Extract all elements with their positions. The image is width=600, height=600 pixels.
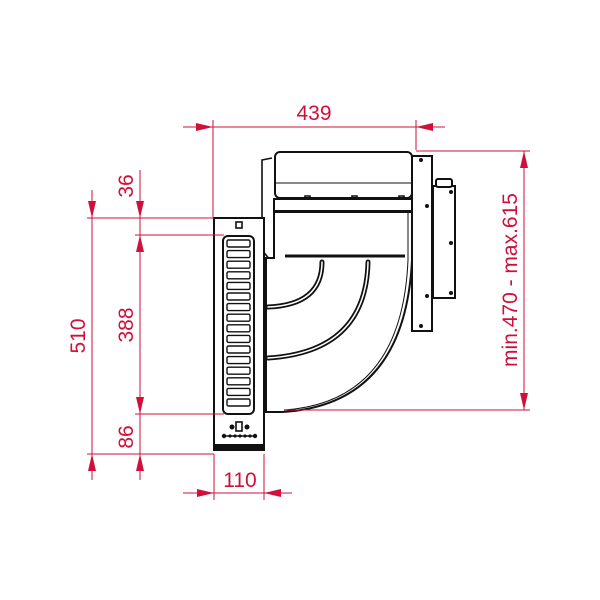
grille-slot xyxy=(226,302,251,312)
dimension-width-top: 439 xyxy=(183,102,445,218)
collar-band xyxy=(273,198,414,212)
grille-slot xyxy=(226,249,251,259)
dim-label-110: 110 xyxy=(223,469,256,492)
grille-slot xyxy=(226,313,251,322)
dim-label-36: 36 xyxy=(115,174,138,197)
grille-slot xyxy=(226,260,251,269)
dimension-left-total: 510 xyxy=(67,190,214,480)
wall-bracket xyxy=(411,155,433,332)
panel-logo-icon xyxy=(235,221,243,229)
grille-slot xyxy=(226,239,251,248)
grille-slot xyxy=(226,355,251,365)
curved-shell xyxy=(265,211,413,413)
hood-body xyxy=(213,151,456,451)
dimension-right-height: min.470 - max.615 xyxy=(285,150,530,411)
dim-label-388: 388 xyxy=(115,307,138,342)
control-panel[interactable] xyxy=(221,421,258,439)
dim-label-510: 510 xyxy=(67,318,90,353)
curved-shell-inner xyxy=(283,212,409,411)
dim-label-439: 439 xyxy=(296,102,331,125)
dimension-bottom-width: 110 xyxy=(183,454,292,500)
display-icon xyxy=(235,421,243,432)
grille-slot xyxy=(226,281,251,291)
mount-box-cap xyxy=(435,178,453,188)
grille-slot xyxy=(226,398,251,407)
grille-slot xyxy=(226,345,251,354)
grille-slot xyxy=(226,324,251,333)
motor-housing xyxy=(274,151,413,199)
panel-base xyxy=(214,444,264,450)
dim-label-adjustable: min.470 - max.615 xyxy=(499,193,522,367)
button-right-icon[interactable] xyxy=(244,424,250,430)
left-bracket xyxy=(261,157,273,261)
grille-slot xyxy=(226,271,251,280)
front-grille-slots xyxy=(226,239,251,407)
bracket-screws xyxy=(419,158,453,328)
dimension-left-parts: 36 388 86 xyxy=(115,170,224,480)
grille-slot xyxy=(226,377,251,386)
grille-slot xyxy=(226,366,251,375)
button-left-icon[interactable] xyxy=(229,424,235,430)
touch-buttons[interactable] xyxy=(221,433,258,439)
grille-slot xyxy=(226,292,251,301)
grille-slot xyxy=(226,334,251,344)
grille-slot xyxy=(226,387,251,397)
dim-label-86: 86 xyxy=(115,425,138,448)
